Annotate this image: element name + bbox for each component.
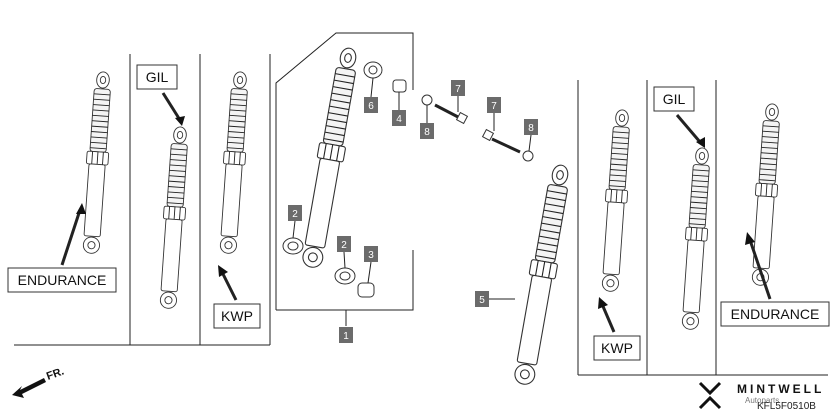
svg-text:ENDURANCE: ENDURANCE	[731, 306, 820, 322]
svg-text:5: 5	[479, 295, 485, 306]
shock-absorber-kwp-right	[598, 108, 634, 293]
shock-absorber-gil-left	[156, 125, 192, 310]
diagram-code: KFL5F0510B	[757, 401, 816, 412]
callout-left-endurance: ENDURANCE	[7, 203, 117, 293]
bushing-2-lower	[334, 267, 356, 285]
svg-text:2: 2	[292, 209, 298, 220]
part-number-2b: 2	[337, 236, 351, 252]
callout-left-gil: GIL	[136, 64, 185, 126]
svg-text:KWP: KWP	[221, 308, 253, 324]
svg-text:2: 2	[341, 240, 347, 251]
part-number-6: 6	[364, 97, 378, 113]
callout-right-endurance: ENDURANCE	[720, 232, 830, 327]
svg-text:6: 6	[368, 101, 374, 112]
callout-right-kwp: KWP	[593, 297, 641, 361]
shock-absorber-kwp-left	[216, 70, 252, 255]
svg-text:GIL: GIL	[146, 69, 169, 85]
svg-text:GIL: GIL	[663, 91, 686, 107]
svg-text:1: 1	[343, 331, 349, 342]
sleeve-4	[392, 79, 407, 93]
washer-8a	[421, 94, 433, 106]
left-panel-frame	[14, 54, 271, 346]
bushing-6	[363, 61, 383, 79]
svg-text:7: 7	[455, 84, 461, 95]
svg-text:3: 3	[368, 250, 374, 261]
part-number-8a: 8	[420, 123, 434, 139]
shock-absorber-endurance-left	[79, 70, 115, 255]
svg-text:ENDURANCE: ENDURANCE	[18, 272, 107, 288]
sleeve-3	[357, 282, 375, 298]
callout-right-gil: GIL	[653, 86, 705, 148]
brand-watermark: Autoparts	[745, 396, 779, 405]
bushing-2-upper	[282, 237, 304, 255]
svg-text:8: 8	[424, 127, 430, 138]
brand-name: MINTWELL	[737, 382, 824, 396]
part-number-8b: 8	[524, 119, 538, 135]
svg-text:7: 7	[491, 101, 497, 112]
shock-absorber-assembly-5	[509, 162, 576, 387]
callout-left-kwp: KWP	[213, 265, 261, 329]
part-number-7b: 7	[487, 97, 501, 113]
front-arrow-icon: FR.	[12, 365, 66, 398]
mintwell-logo-icon	[698, 381, 722, 410]
shock-absorber-gil-right	[678, 146, 714, 331]
svg-text:KWP: KWP	[601, 340, 633, 356]
washer-8b	[522, 150, 534, 162]
part-number-4: 4	[392, 110, 406, 126]
part-number-boxes: 6 4 8 7 7 8 2 2	[288, 80, 538, 343]
svg-text:FR.: FR.	[45, 365, 66, 382]
part-number-1: 1	[339, 327, 353, 343]
shock-absorber-endurance-right	[748, 102, 784, 287]
center-group-frame	[275, 32, 414, 326]
svg-text:4: 4	[396, 114, 402, 125]
right-panel-frame	[577, 80, 828, 376]
leader-lines	[292, 77, 532, 300]
part-number-5: 5	[475, 291, 489, 307]
part-number-7a: 7	[451, 80, 465, 96]
bolt-7a	[434, 103, 469, 125]
part-number-3: 3	[364, 246, 378, 262]
svg-text:8: 8	[528, 123, 534, 134]
part-number-2a: 2	[288, 205, 302, 221]
main-shock-absorber	[297, 45, 364, 270]
bolt-7b	[481, 128, 521, 154]
